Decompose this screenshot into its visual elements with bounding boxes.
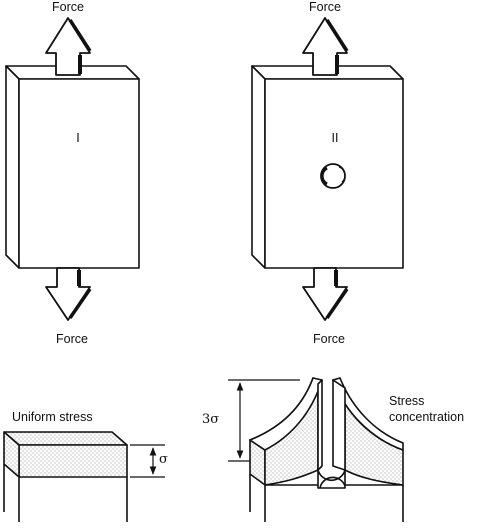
panel-ii-force-bottom-label: Force (313, 332, 345, 346)
concentration-right-inner-face (332, 379, 346, 471)
uniform-stress-front-face (18, 444, 128, 478)
stress-concentration-block (249, 377, 404, 522)
uniform-stress-block (3, 431, 128, 522)
panel-i-numeral: I (76, 131, 80, 145)
panel-i-bottom-force-arrow (45, 267, 92, 321)
panel-ii-force-top-label: Force (309, 0, 341, 14)
concentration-label-line1: Stress (389, 394, 425, 408)
uniform-stress-dimension (130, 444, 165, 478)
concentration-label-line2: concentration (389, 410, 465, 424)
uniform-stress-top-face (3, 431, 128, 446)
concentration-3sigma: 3σ (202, 412, 220, 427)
panel-ii-top-force-arrow (302, 17, 349, 76)
uniform-stress-sigma: σ (159, 452, 168, 467)
panel-i-force-bottom-label: Force (56, 332, 88, 346)
panel-ii-hole (320, 163, 346, 189)
panel-i-specimen (5, 65, 140, 269)
panel-i-force-top-label: Force (52, 0, 84, 14)
panel-i-side-face (5, 65, 20, 269)
uniform-stress-label: Uniform stress (12, 410, 93, 424)
panel-ii-bottom-force-arrow (302, 267, 349, 321)
panel-ii-numeral: II (331, 131, 339, 145)
concentration-left-inner-face (317, 379, 323, 471)
panel-i-top-force-arrow (45, 17, 92, 76)
panel-i-front-face (18, 78, 140, 269)
concentration-hole (317, 469, 346, 489)
panel-ii-side-face (251, 65, 266, 269)
